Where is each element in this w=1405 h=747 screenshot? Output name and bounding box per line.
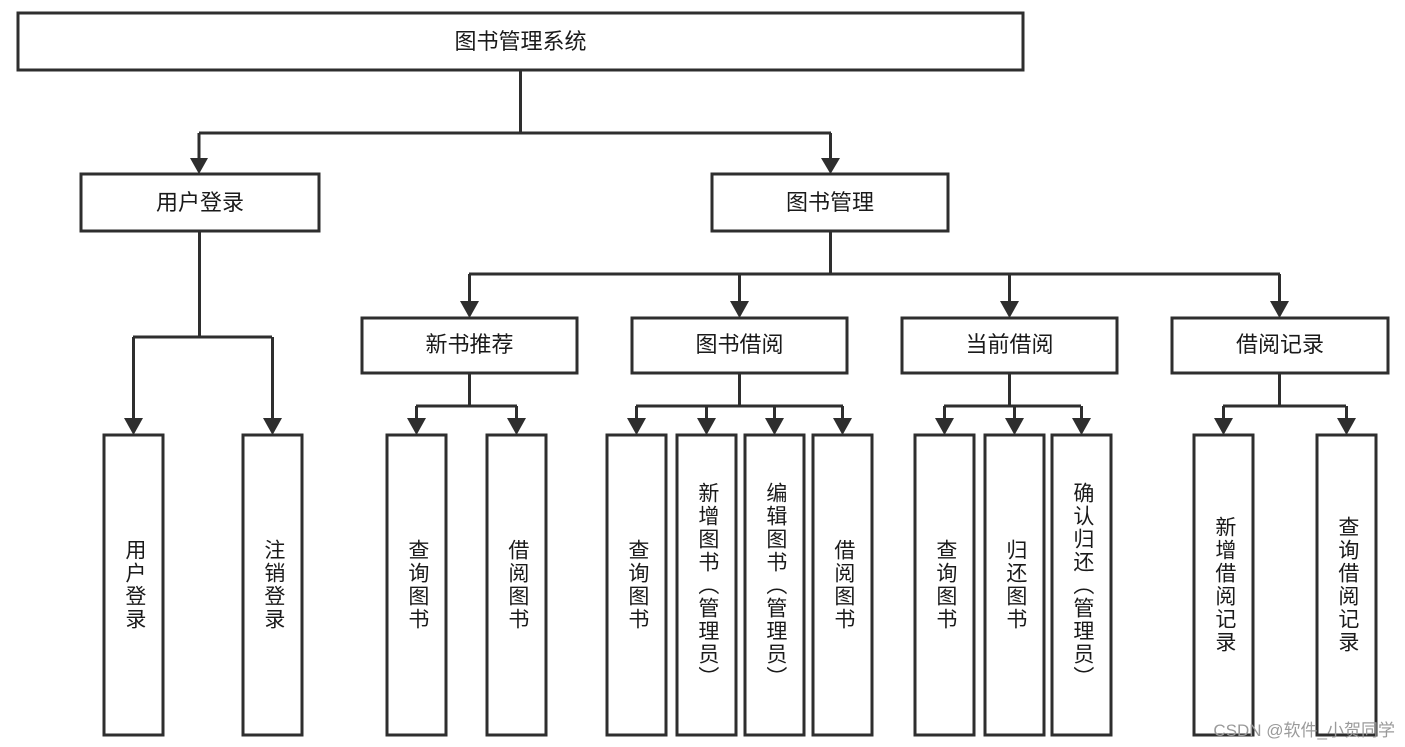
node-leaf-user-logout-label: 注销登录 — [261, 539, 285, 631]
arrowhead-leaf-user-logout — [263, 418, 282, 435]
node-book-manage-box[interactable] — [710, 172, 950, 233]
node-leaf-borrow-book-rec[interactable]: 借阅图书 — [485, 433, 548, 737]
node-leaf-query-record-label: 查询借阅记录 — [1335, 516, 1359, 654]
arrowhead-leaf-user-login — [124, 418, 143, 435]
node-leaf-borrow-book[interactable]: 借阅图书 — [811, 433, 874, 737]
node-user-login-box[interactable] — [79, 172, 321, 233]
node-leaf-query-book-rec-label: 查询图书 — [405, 539, 429, 631]
node-leaf-query-book-rec[interactable]: 查询图书 — [385, 433, 448, 737]
node-current-borrow-label: 当前借阅 — [965, 332, 1053, 357]
node-book-manage-label: 图书管理 — [786, 190, 874, 215]
arrowhead-borrow-record — [1270, 301, 1289, 318]
node-new-book-recommend[interactable]: 新书推荐 — [360, 316, 579, 375]
node-book-borrow-box[interactable] — [630, 316, 849, 375]
node-leaf-user-logout-box[interactable] — [241, 433, 304, 737]
node-current-borrow[interactable]: 当前借阅 — [900, 316, 1119, 375]
arrowhead-book-borrow — [730, 301, 749, 318]
node-leaf-query-book-rec-box[interactable] — [385, 433, 448, 737]
node-borrow-record-box[interactable] — [1170, 316, 1390, 375]
arrowhead-book-manage — [821, 158, 840, 174]
node-root-box[interactable] — [16, 11, 1025, 72]
arrowhead-new-book-recommend — [460, 301, 479, 318]
node-leaf-add-record-box[interactable] — [1192, 433, 1255, 737]
arrowhead-leaf-edit-book — [765, 418, 784, 435]
node-leaf-add-book[interactable]: 新增图书（管理员） — [675, 433, 738, 737]
leaf-layer: 用户登录 注销登录 查询图书 借阅图书 — [102, 433, 1378, 737]
node-leaf-borrow-book-label: 借阅图书 — [831, 539, 855, 631]
node-leaf-query-record[interactable]: 查询借阅记录 — [1315, 433, 1378, 737]
arrowhead-leaf-add-book — [697, 418, 716, 435]
arrowhead-leaf-confirm-return — [1072, 418, 1091, 435]
node-book-borrow[interactable]: 图书借阅 — [630, 316, 849, 375]
node-new-book-recommend-label: 新书推荐 — [425, 332, 513, 357]
node-user-login[interactable]: 用户登录 — [79, 172, 321, 233]
node-leaf-user-login-label: 用户登录 — [122, 539, 146, 631]
node-user-login-label: 用户登录 — [156, 190, 244, 215]
node-leaf-user-login[interactable]: 用户登录 — [102, 433, 165, 737]
node-leaf-user-logout[interactable]: 注销登录 — [241, 433, 304, 737]
node-current-borrow-box[interactable] — [900, 316, 1119, 375]
node-root-label: 图书管理系统 — [454, 29, 586, 54]
arrowhead-leaf-query-book-rec — [407, 418, 426, 435]
node-leaf-add-record-label: 新增借阅记录 — [1212, 516, 1236, 654]
node-borrow-record-label: 借阅记录 — [1236, 332, 1324, 357]
node-leaf-query-book-borrow-label: 查询图书 — [625, 539, 649, 631]
arrowhead-leaf-add-record — [1214, 418, 1233, 435]
node-borrow-record[interactable]: 借阅记录 — [1170, 316, 1390, 375]
arrowhead-leaf-borrow-book — [833, 418, 852, 435]
node-leaf-borrow-book-box[interactable] — [811, 433, 874, 737]
node-leaf-query-book-current[interactable]: 查询图书 — [913, 433, 976, 737]
node-leaf-confirm-return-label: 确认归还（管理员） — [1070, 481, 1094, 689]
node-leaf-return-book-label: 归还图书 — [1003, 539, 1027, 631]
arrowhead-user-login — [190, 158, 208, 174]
node-leaf-confirm-return-box[interactable] — [1050, 433, 1113, 737]
node-leaf-edit-book-box[interactable] — [743, 433, 806, 737]
node-leaf-return-book-box[interactable] — [983, 433, 1046, 737]
connector-layer — [124, 70, 1356, 435]
node-leaf-borrow-book-rec-label: 借阅图书 — [505, 539, 529, 631]
node-leaf-add-book-box[interactable] — [675, 433, 738, 737]
node-new-book-recommend-box[interactable] — [360, 316, 579, 375]
node-leaf-confirm-return[interactable]: 确认归还（管理员） — [1050, 433, 1113, 737]
node-root[interactable]: 图书管理系统 — [16, 11, 1025, 72]
node-leaf-query-book-borrow-box[interactable] — [605, 433, 668, 737]
arrowhead-leaf-borrow-book-rec — [507, 418, 526, 435]
node-leaf-query-book-borrow[interactable]: 查询图书 — [605, 433, 668, 737]
node-leaf-query-book-current-label: 查询图书 — [933, 539, 957, 631]
arrowhead-leaf-query-record — [1337, 418, 1356, 435]
node-leaf-add-book-label: 新增图书（管理员） — [695, 481, 719, 689]
node-leaf-edit-book[interactable]: 编辑图书（管理员） — [743, 433, 806, 737]
node-leaf-add-record[interactable]: 新增借阅记录 — [1192, 433, 1255, 737]
node-book-manage[interactable]: 图书管理 — [710, 172, 950, 233]
node-leaf-user-login-box[interactable] — [102, 433, 165, 737]
node-leaf-borrow-book-rec-box[interactable] — [485, 433, 548, 737]
node-leaf-return-book[interactable]: 归还图书 — [983, 433, 1046, 737]
arrowhead-leaf-query-book-current — [935, 418, 954, 435]
node-leaf-edit-book-label: 编辑图书（管理员） — [763, 481, 787, 689]
node-book-borrow-label: 图书借阅 — [695, 332, 783, 357]
node-leaf-query-record-box[interactable] — [1315, 433, 1378, 737]
node-leaf-query-book-current-box[interactable] — [913, 433, 976, 737]
arrowhead-current-borrow — [1000, 301, 1019, 318]
arrowhead-leaf-query-book-borrow — [627, 418, 646, 435]
arrowhead-leaf-return-book — [1005, 418, 1024, 435]
